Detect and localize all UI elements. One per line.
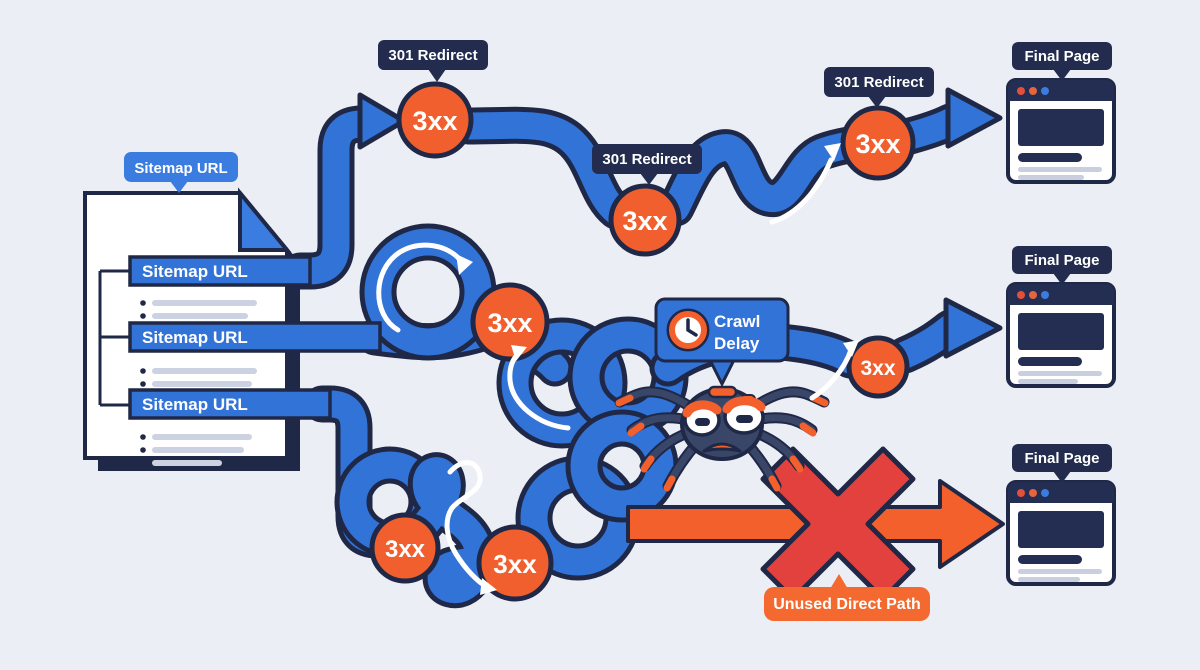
tooltip-pointer [170, 181, 188, 193]
bullet-icon [140, 447, 146, 453]
document-bracket [98, 269, 130, 407]
window-titlebar [1008, 482, 1114, 503]
redirect-badge-3: 301 Redirect [824, 67, 934, 108]
final-page-window-1 [1006, 78, 1116, 184]
node-3xx-6: 3xx [369, 512, 441, 584]
window-dot-icon [1041, 291, 1049, 299]
node-3xx-7: 3xx [476, 524, 554, 602]
sitemap-url-label: Sitemap URL [142, 395, 248, 414]
sitemap-bar [128, 388, 332, 420]
unused-direct-path-label: Unused Direct Path [764, 574, 930, 621]
window-titlebar [1008, 284, 1114, 305]
window-titlebar [1008, 80, 1114, 101]
redirect-badge-2: 301 Redirect [592, 144, 702, 185]
redirect-badge-1: 301 Redirect [378, 40, 488, 82]
bullet-icon [140, 460, 146, 466]
node-3xx-2: 3xx [608, 183, 682, 257]
badge-pointer [1053, 471, 1071, 483]
bullet-icon [140, 434, 146, 440]
window-dot-icon [1017, 291, 1025, 299]
window-hero-block [1018, 109, 1104, 146]
label-pointer [830, 574, 848, 589]
sitemap-bar [128, 321, 382, 353]
spider-eyes [682, 396, 766, 437]
svg-text:Final Page: Final Page [1024, 48, 1099, 65]
node-3xx-3: 3xx [840, 105, 916, 181]
bullet-icon [140, 381, 146, 387]
window-dot-icon [1041, 87, 1049, 95]
spider-eyelid [722, 396, 766, 414]
svg-text:3xx: 3xx [412, 106, 457, 136]
svg-text:3xx: 3xx [622, 206, 667, 236]
bullet-icon [140, 313, 146, 319]
window-dot-icon [1029, 291, 1037, 299]
clock-icon [666, 308, 710, 352]
window-dot-icon [1029, 489, 1037, 497]
node-3xx-5: 3xx [846, 335, 910, 399]
svg-text:3xx: 3xx [487, 308, 532, 338]
svg-text:Delay: Delay [714, 334, 760, 353]
sitemap-bar [128, 255, 312, 287]
final-page-badge-3: Final Page [1012, 444, 1112, 483]
sitemap-entry-3: Sitemap URL [128, 388, 332, 466]
svg-text:301 Redirect: 301 Redirect [834, 74, 923, 91]
sitemap-url-label: Sitemap URL [142, 262, 248, 281]
svg-text:3xx: 3xx [385, 536, 426, 563]
arrowhead-top-1 [357, 92, 407, 150]
final-page-window-3 [1006, 480, 1116, 586]
svg-text:Final Page: Final Page [1024, 450, 1099, 467]
tooltip-label: Sitemap URL [134, 160, 227, 177]
tired-spider-crawler [614, 385, 830, 492]
svg-text:Crawl: Crawl [714, 312, 760, 331]
badge-pointer [428, 69, 446, 82]
badge-pointer [1053, 273, 1071, 285]
svg-text:Unused Direct Path: Unused Direct Path [773, 596, 921, 613]
route-bottom [303, 385, 679, 609]
bullet-icon [140, 368, 146, 374]
window-hero-block [1018, 313, 1104, 350]
spider-pupil [695, 418, 710, 426]
route-middle [356, 223, 1003, 449]
window-heading-bar [1018, 357, 1082, 366]
spider-eyelid [682, 400, 722, 418]
crawl-delay-badge: Crawl Delay [654, 297, 790, 388]
sitemap-url-tooltip: Sitemap URL [124, 152, 238, 193]
node-3xx-4: 3xx [470, 282, 550, 362]
window-dot-icon [1017, 87, 1025, 95]
bullet-icon [140, 300, 146, 306]
node-3xx-1: 3xx [396, 81, 474, 159]
arrowhead-top-2 [945, 87, 1003, 149]
window-dot-icon [1029, 87, 1037, 95]
svg-text:3xx: 3xx [855, 129, 900, 159]
arrowhead-middle [943, 297, 1003, 359]
spider-frown-mouth [702, 442, 742, 453]
svg-text:Final Page: Final Page [1024, 252, 1099, 269]
final-page-badge-1: Final Page [1012, 42, 1112, 81]
direction-arrows [376, 143, 859, 595]
final-page-badge-2: Final Page [1012, 246, 1112, 285]
badge-pointer [640, 173, 658, 185]
spider-pupil [736, 415, 753, 423]
document-fold-corner [238, 187, 292, 252]
final-page-window-2 [1006, 282, 1116, 388]
svg-text:3xx: 3xx [493, 549, 537, 579]
spider-head-patch [707, 385, 738, 399]
window-dot-icon [1041, 489, 1049, 497]
window-dot-icon [1017, 489, 1025, 497]
svg-text:3xx: 3xx [860, 357, 895, 380]
badge-pointer [1053, 69, 1071, 81]
window-heading-bar [1018, 153, 1082, 162]
window-heading-bar [1018, 555, 1082, 564]
badge-pointer [868, 96, 886, 108]
svg-text:301 Redirect: 301 Redirect [602, 151, 691, 168]
sitemap-url-label: Sitemap URL [142, 328, 248, 347]
window-hero-block [1018, 511, 1104, 548]
svg-text:301 Redirect: 301 Redirect [388, 47, 477, 64]
